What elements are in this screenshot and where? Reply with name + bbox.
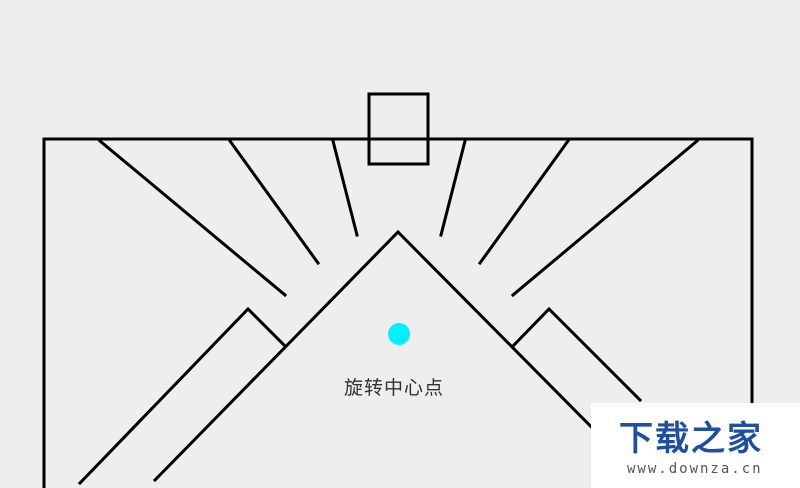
watermark-url: www.downza.cn [627,461,763,477]
ray-right-1 [510,138,700,298]
bracket-left [77,306,288,486]
outer-frame [42,137,754,488]
center-triangle [152,229,645,483]
rotation-center-label: 旋转中心点 [344,377,445,399]
rotation-center-dot [388,323,410,345]
top-square [367,92,430,166]
ray-left-3 [331,139,359,237]
watermark-logo: 下载之家 www.downza.cn [591,403,800,488]
ray-left-1 [97,138,288,298]
ray-right-3 [439,139,467,237]
ray-right-2 [477,138,571,266]
bracket-right [510,306,643,403]
watermark-title: 下载之家 [619,419,763,459]
ray-left-2 [227,138,321,266]
